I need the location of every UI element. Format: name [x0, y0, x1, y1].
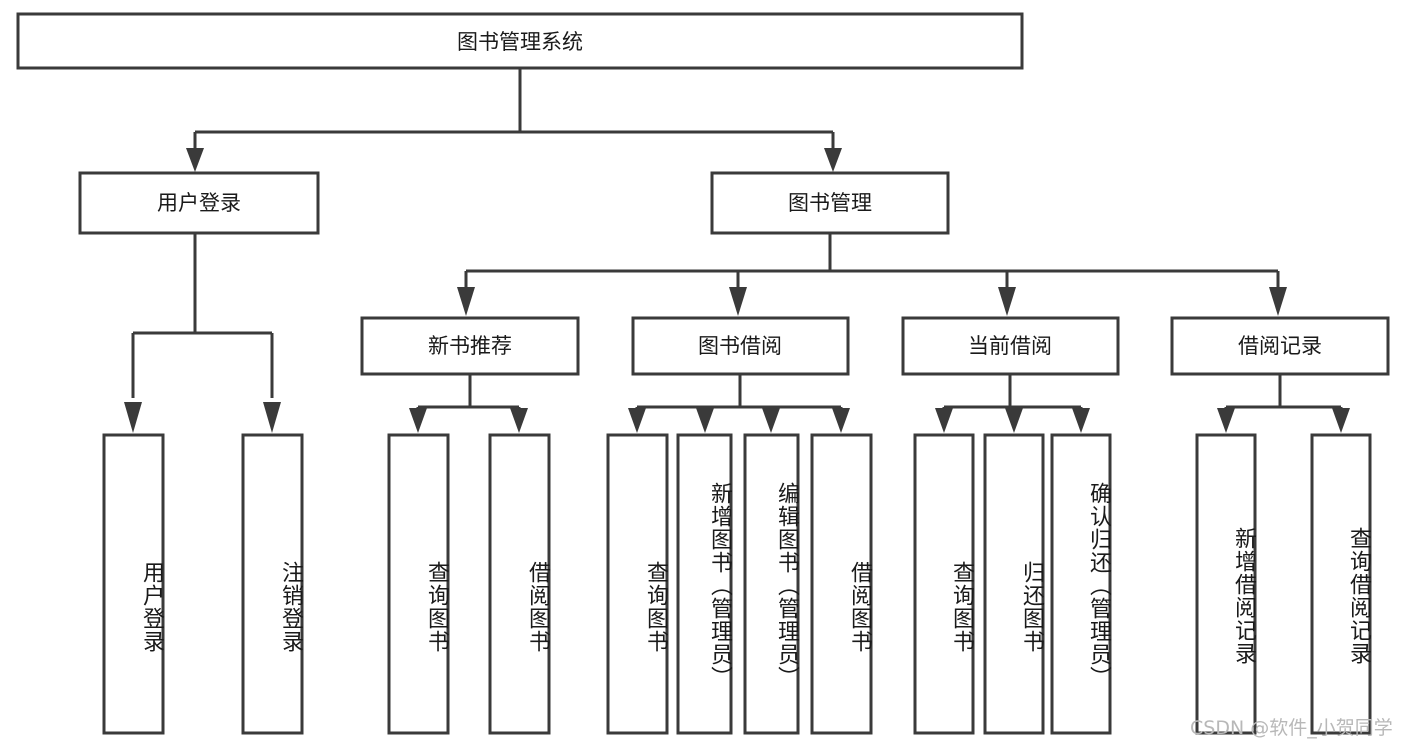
leaf-boxes-borrow-record [1195, 433, 1372, 735]
node-book-management-label: 图书管理 [788, 191, 872, 215]
node-root-label: 图书管理系统 [457, 30, 583, 54]
leaf-box-confirm-return-admin[interactable] [1050, 433, 1112, 735]
node-user-login[interactable]: 用户登录 [78, 171, 320, 235]
connector-root-to-level2 [186, 68, 842, 172]
leaf-box-logout-login[interactable] [241, 433, 304, 735]
node-current-borrow-label: 当前借阅 [968, 334, 1052, 358]
node-root[interactable]: 图书管理系统 [16, 12, 1024, 70]
leaf-box-query-borrow-record[interactable] [1310, 433, 1372, 735]
node-borrow-record[interactable]: 借阅记录 [1170, 316, 1390, 376]
node-borrow-record-label: 借阅记录 [1238, 334, 1322, 358]
connector-userlogin-to-leaves [124, 233, 281, 433]
leaf-box-return-book[interactable] [983, 433, 1045, 735]
leaf-box-query-book-3[interactable] [913, 433, 975, 735]
leaf-box-query-book-2[interactable] [606, 433, 669, 735]
leaf-boxes-new-book-recommend [387, 433, 551, 735]
leaf-boxes-current-borrow [913, 433, 1112, 735]
leaf-box-query-book-1[interactable] [387, 433, 450, 735]
node-book-management[interactable]: 图书管理 [710, 171, 950, 235]
connector-newbook-to-leaves [409, 375, 528, 433]
leaf-box-user-login[interactable] [102, 433, 165, 735]
leaf-box-add-book-admin[interactable] [676, 433, 733, 735]
leaf-box-borrow-book-2[interactable] [810, 433, 873, 735]
leaf-box-edit-book-admin[interactable] [743, 433, 800, 735]
leaf-boxes-book-borrow [606, 433, 873, 735]
node-book-borrow-label: 图书借阅 [698, 334, 782, 358]
leaf-boxes-user-login [102, 433, 304, 735]
node-current-borrow[interactable]: 当前借阅 [901, 316, 1120, 376]
connector-borrowrecord-to-leaves [1217, 375, 1350, 433]
connector-currentborrow-to-leaves [935, 375, 1090, 433]
leaf-box-borrow-book-1[interactable] [488, 433, 551, 735]
connector-bookborrow-to-leaves [628, 375, 850, 433]
node-new-book-recommend[interactable]: 新书推荐 [360, 316, 580, 376]
node-new-book-recommend-label: 新书推荐 [428, 334, 512, 358]
node-user-login-label: 用户登录 [157, 191, 241, 215]
watermark-text: CSDN @软件_小贺同学 [1190, 717, 1393, 739]
connector-bookmgmt-to-level3 [457, 233, 1287, 316]
leaf-box-add-borrow-record[interactable] [1195, 433, 1257, 735]
node-book-borrow[interactable]: 图书借阅 [631, 316, 850, 376]
